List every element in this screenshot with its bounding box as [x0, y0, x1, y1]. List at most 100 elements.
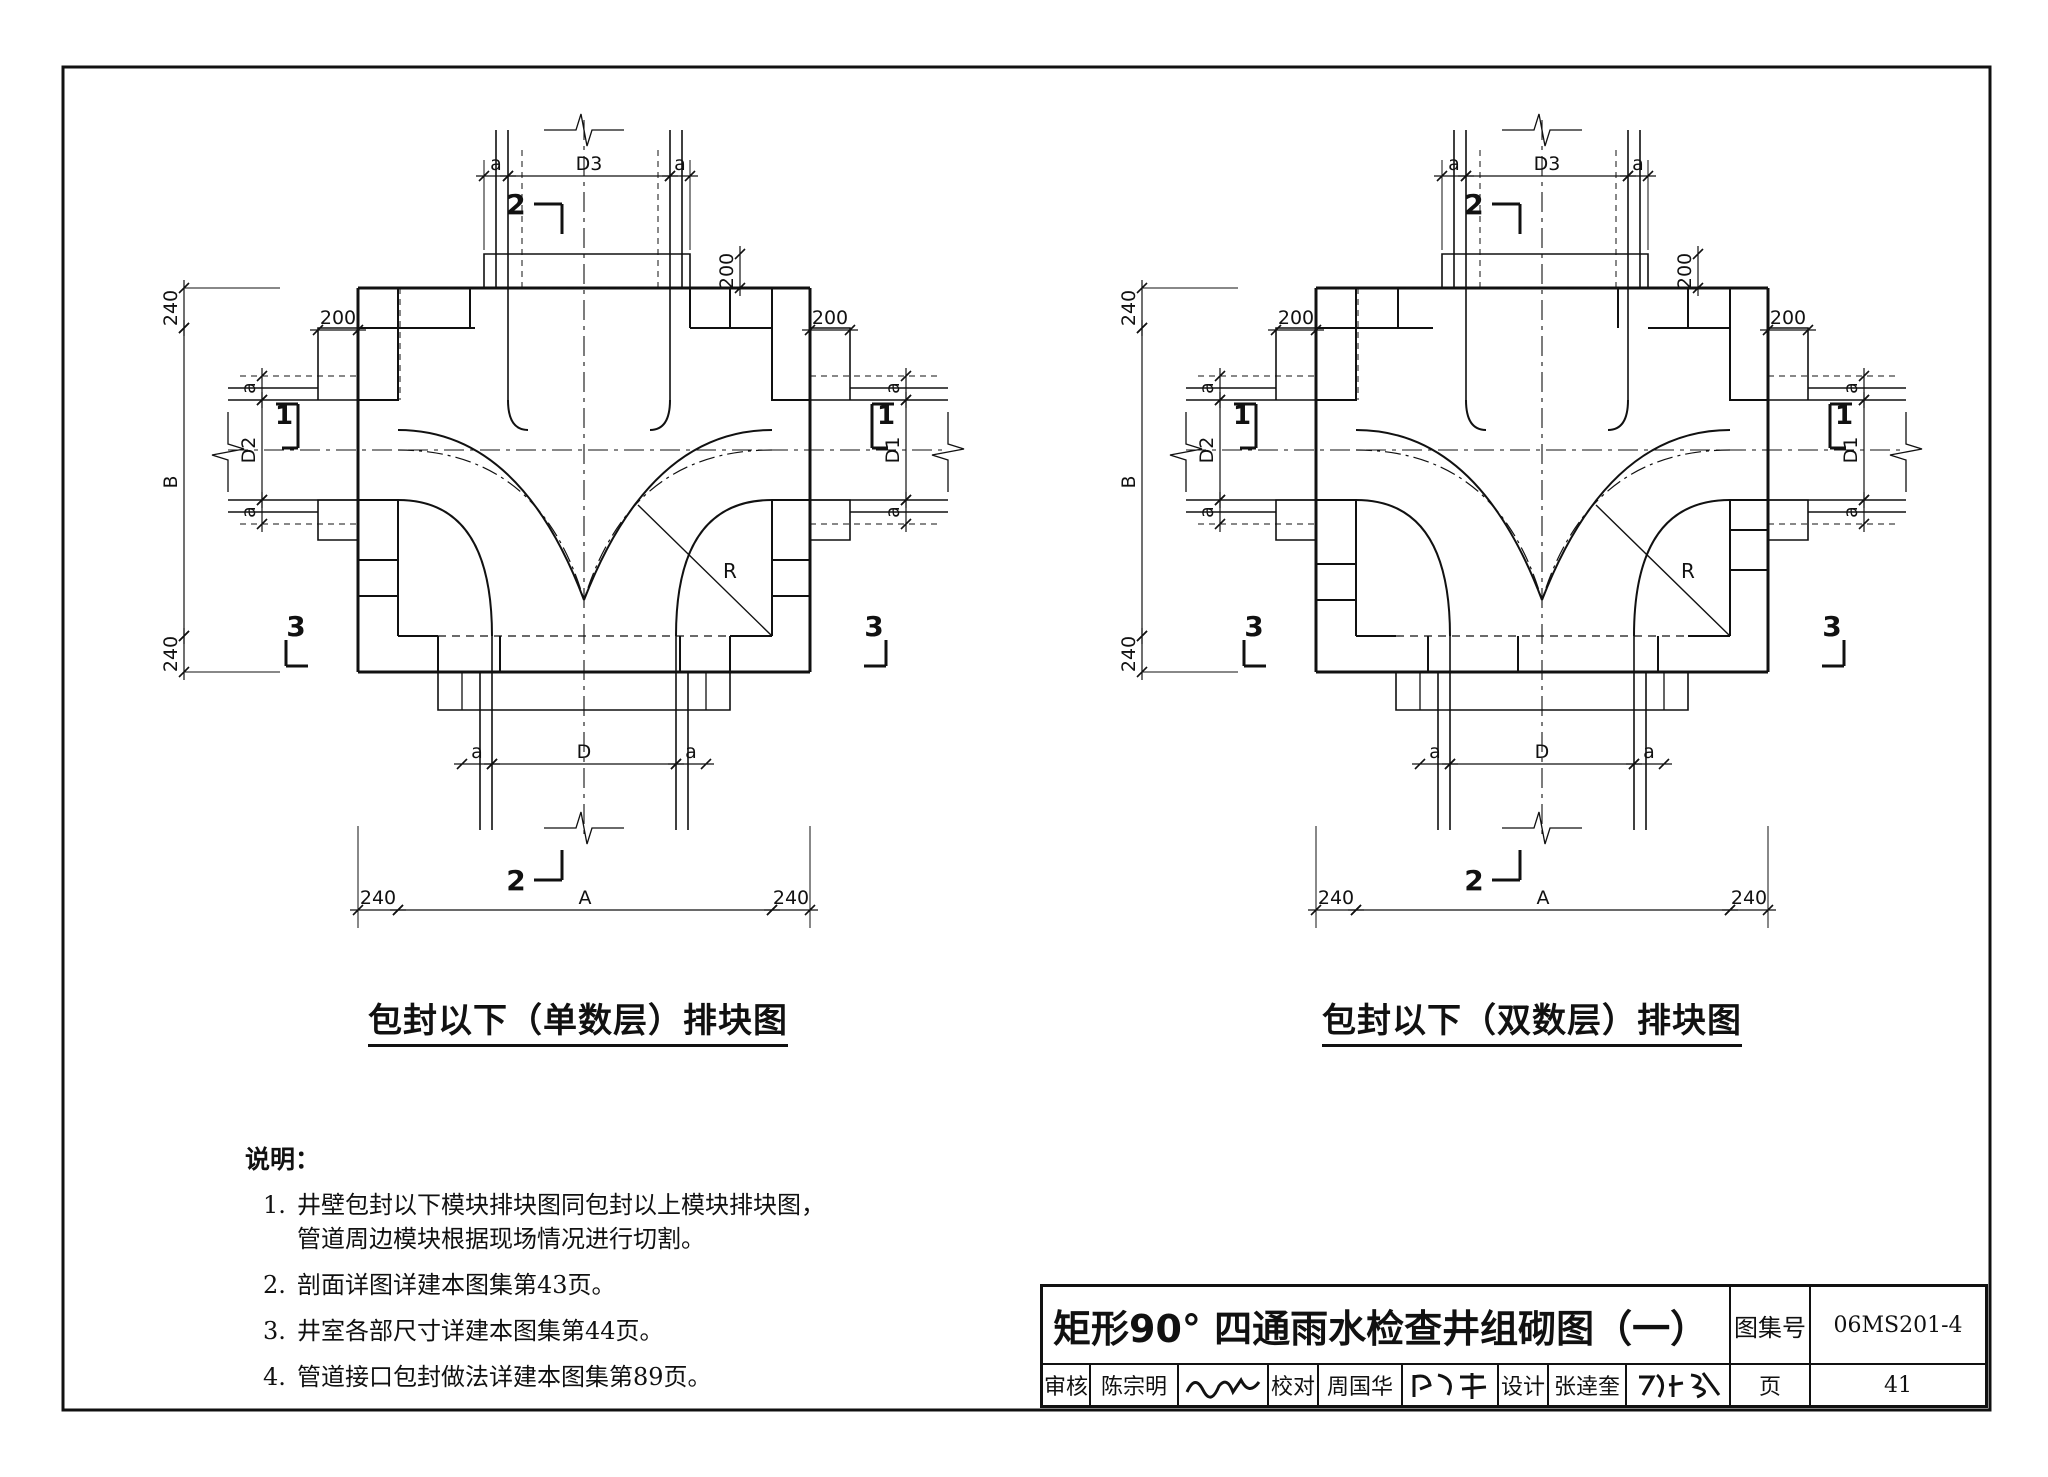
dim-d2: D2	[1196, 437, 1218, 464]
bottom-pipe	[479, 636, 689, 830]
dim-240-bottom-left: 240	[1318, 887, 1354, 909]
dimension-tick	[1858, 518, 1870, 530]
dimension-tick	[1214, 394, 1226, 406]
dim-a-top-left: a	[1448, 153, 1460, 175]
dimension-tick	[844, 324, 856, 336]
atlas-number: 06MS201-4	[1811, 1287, 1985, 1365]
section-label: 2	[1464, 864, 1483, 897]
chamber-inner-wall	[1356, 327, 1730, 637]
left-pipe-hidden	[240, 375, 360, 525]
checker-name: 周国华	[1319, 1365, 1403, 1405]
section-mark-2-bottom: 2	[506, 850, 564, 897]
break-symbol	[1502, 811, 1582, 845]
dimension-tick	[352, 324, 364, 336]
chamber-inner-wall	[398, 327, 772, 637]
dimension-tick	[1858, 494, 1870, 506]
top-stub	[1441, 253, 1649, 288]
dim-200-left: 200	[320, 307, 356, 329]
dimension-tick	[1310, 324, 1322, 336]
chamber-outer-wall	[1314, 286, 1770, 674]
check-label: 校对	[1269, 1365, 1319, 1405]
break-symbol	[211, 412, 245, 492]
top-stub	[483, 253, 691, 288]
section-label: 1	[877, 401, 895, 431]
design-label: 设计	[1499, 1365, 1549, 1405]
bottom-pipe	[1437, 636, 1647, 830]
dim-a-right-bottom: a	[882, 506, 904, 518]
section-mark-2-bottom: 2	[1464, 850, 1522, 897]
section-mark-2-top: 2	[506, 188, 564, 234]
dim-a-left-top: a	[1196, 382, 1218, 394]
section-label: 3	[864, 610, 883, 643]
note-1: 1.井壁包封以下模块排块图同包封以上模块排块图， 管道周边模块根据现场情况进行切…	[263, 1188, 825, 1256]
dim-240-left-bottom: 240	[160, 636, 182, 672]
dim-200-top: 200	[716, 253, 738, 289]
dimension-tick	[700, 758, 712, 770]
dimension-tick	[670, 758, 682, 770]
dimension-tick	[804, 324, 816, 336]
radius-line	[637, 504, 773, 637]
right-stub	[1768, 327, 1809, 541]
top-pipe-hidden	[1479, 150, 1617, 288]
dim-d: D	[577, 741, 592, 763]
dimension-tick	[1858, 394, 1870, 406]
left-stub	[317, 327, 358, 541]
right-pipe	[772, 387, 948, 513]
dim-d: D	[1535, 741, 1550, 763]
dimension-tick	[900, 518, 912, 530]
drawing-title: 矩形90° 四通雨水检查井组砌图（一）	[1043, 1287, 1731, 1365]
bottom-stub-inner	[461, 672, 707, 710]
channel-centerline	[397, 449, 773, 601]
notes-heading: 说明：	[245, 1145, 321, 1174]
left-pipe	[1186, 387, 1356, 513]
dim-a-bottom-left: a	[1429, 741, 1441, 763]
dimension-tick	[1214, 494, 1226, 506]
note-4: 4.管道接口包封做法详建本图集第89页。	[263, 1360, 825, 1394]
chamber-inner-wall	[397, 328, 773, 636]
dimension-tick	[456, 758, 468, 770]
dim-200-left: 200	[1278, 307, 1314, 329]
channel-bottom-outer	[397, 499, 773, 637]
dim-a-top-right: a	[674, 153, 686, 175]
break-symbol	[1502, 113, 1582, 147]
dimension-tick	[766, 904, 778, 916]
dimension-tick	[1858, 370, 1870, 382]
dimension-tick	[1692, 282, 1704, 294]
break-symbol	[931, 412, 965, 492]
designer-name: 张逹奎	[1549, 1365, 1627, 1405]
dimension-tick	[900, 494, 912, 506]
dimension-tick	[392, 904, 404, 916]
channel-bottom-outer	[1355, 499, 1731, 637]
break-symbol	[544, 811, 624, 845]
dim-a-bottom-left: a	[471, 741, 483, 763]
dimension-tick	[256, 518, 268, 530]
reviewer-name: 陈宗明	[1091, 1365, 1179, 1405]
left-opening	[358, 328, 399, 501]
dimension-tick	[1762, 324, 1774, 336]
section-label: 3	[1822, 610, 1841, 643]
radius-label: R	[723, 559, 737, 583]
break-symbol	[1889, 412, 1923, 492]
dimension-tick	[486, 758, 498, 770]
dimension-tick	[178, 630, 190, 642]
dimension-tick	[256, 394, 268, 406]
section-mark-2-top: 2	[1464, 188, 1522, 234]
chamber-outer-wall	[356, 286, 812, 674]
sheet-frame	[61, 65, 1992, 1412]
reviewer-signature	[1179, 1365, 1269, 1405]
dimension-tick	[1692, 248, 1704, 260]
dim-b: B	[160, 475, 182, 488]
dimension-tick	[1350, 904, 1362, 916]
left-stub	[1275, 327, 1316, 541]
left-pipe	[228, 387, 398, 513]
note-1-number: 1.	[263, 1191, 286, 1219]
dim-a-bottom-right: a	[685, 741, 697, 763]
note-3: 3.井室各部尺寸详建本图集第44页。	[263, 1314, 825, 1348]
section-mark-3-right: 3	[864, 610, 888, 668]
dim-200-top: 200	[1674, 253, 1696, 289]
page-number: 41	[1884, 1372, 1912, 1398]
dim-d1: D1	[882, 437, 904, 464]
note-4-text: 管道接口包封做法详建本图集第89页。	[297, 1363, 712, 1391]
